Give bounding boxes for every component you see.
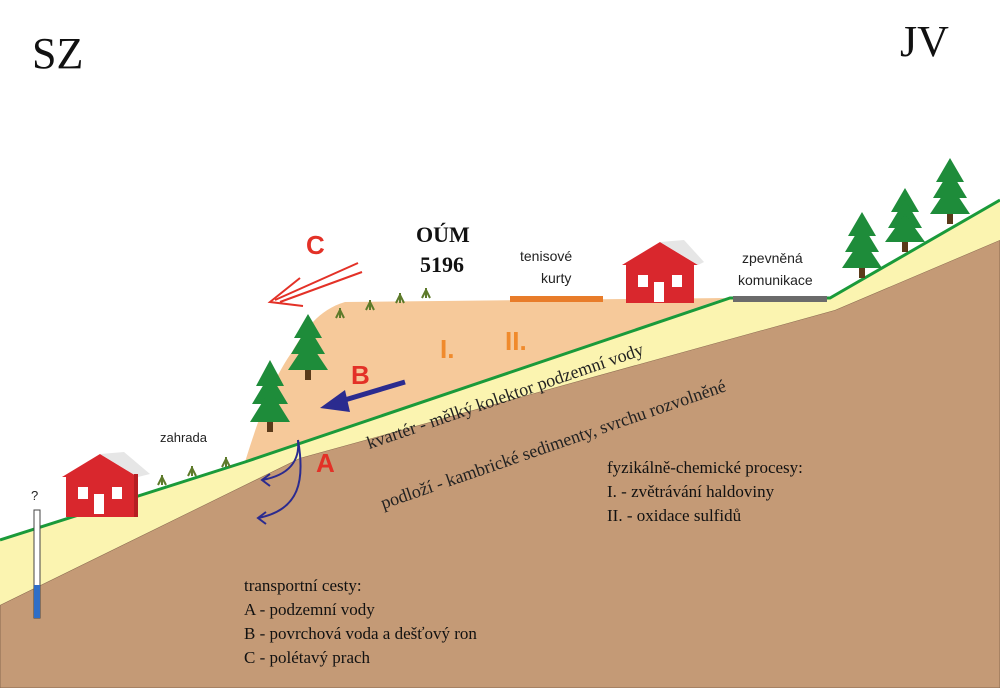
house-icon xyxy=(622,240,704,303)
road-label-line1: zpevněná xyxy=(742,250,803,266)
legend-transport: transportní cesty: A - podzemní vody B -… xyxy=(244,574,477,670)
legend-processes-item: II. - oxidace sulfidů xyxy=(607,504,803,528)
garden-label: zahrada xyxy=(160,430,207,445)
road-label-line2: komunikace xyxy=(738,272,813,288)
tree-icon xyxy=(842,212,882,278)
heap-label-name: OÚM xyxy=(416,222,470,248)
well-unknown-label: ? xyxy=(31,488,38,503)
process-marker-i: I. xyxy=(440,334,454,365)
tree-icon xyxy=(885,188,925,252)
process-marker-ii: II. xyxy=(505,326,527,357)
path-label-a: A xyxy=(316,448,335,479)
well-icon xyxy=(34,510,40,618)
tennis-court-surface xyxy=(510,296,603,302)
legend-transport-item: A - podzemní vody xyxy=(244,598,477,622)
path-label-b: B xyxy=(351,360,370,391)
legend-processes-title: fyzikálně-chemické procesy: xyxy=(607,456,803,480)
house-icon xyxy=(62,452,150,517)
orientation-left-label: SZ xyxy=(32,28,83,79)
legend-processes-item: I. - zvětrávání haldoviny xyxy=(607,480,803,504)
arrow-c-icon xyxy=(270,263,362,306)
path-label-c: C xyxy=(306,230,325,261)
legend-transport-item: C - polétavý prach xyxy=(244,646,477,670)
legend-transport-title: transportní cesty: xyxy=(244,574,477,598)
heap-label-number: 5196 xyxy=(420,252,464,278)
orientation-right-label: JV xyxy=(900,16,949,67)
tree-icon xyxy=(930,158,970,224)
tennis-label-line2: kurty xyxy=(541,270,571,286)
legend-processes: fyzikálně-chemické procesy: I. - zvětráv… xyxy=(607,456,803,528)
tennis-label-line1: tenisové xyxy=(520,248,572,264)
legend-transport-item: B - povrchová voda a dešťový ron xyxy=(244,622,477,646)
road-surface xyxy=(733,296,827,302)
